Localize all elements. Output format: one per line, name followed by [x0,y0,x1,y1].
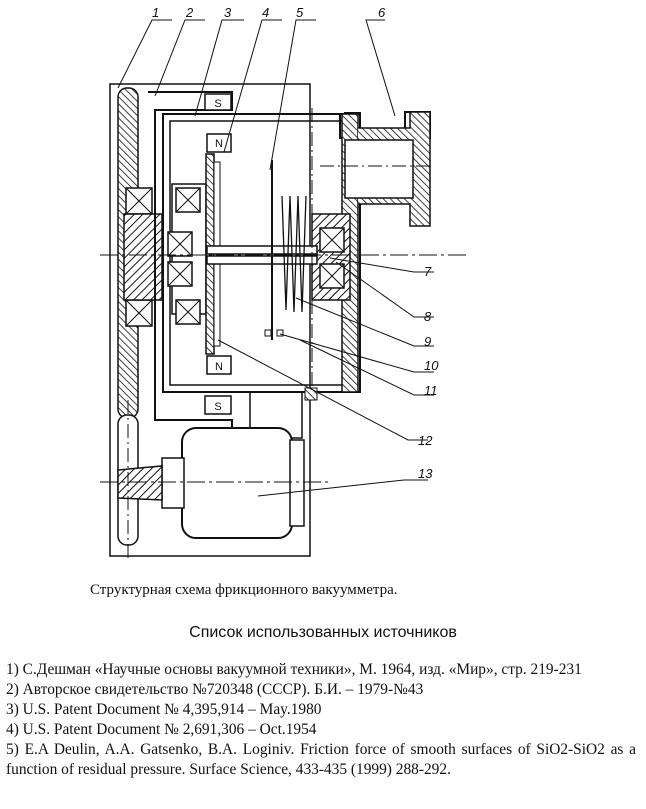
pinion [118,466,162,500]
label-4: 4 [262,5,269,20]
reference-item: 5) E.A Deulin, A.A. Gatsenko, B.A. Login… [6,740,636,780]
label-n-top: N [215,138,223,150]
reference-item: 1) С.Дешман «Научные основы вакуумной те… [6,660,636,680]
label-8: 8 [424,309,432,324]
label-n-bottom: N [215,361,223,373]
label-9: 9 [424,334,431,349]
label-s-bottom: S [214,401,221,413]
outlet-tube [345,140,413,198]
reference-item: 3) U.S. Patent Document № 4,395,914 – Ma… [6,700,636,720]
label-3: 3 [224,5,232,20]
label-12: 12 [418,433,433,448]
vacuum-gauge-schematic: 1 2 3 4 5 6 7 8 9 10 11 12 13 S N N S [0,0,646,575]
label-6: 6 [378,5,386,20]
label-13: 13 [418,466,433,481]
reference-item: 4) U.S. Patent Document № 2,691,306 – Oc… [6,720,636,740]
label-5: 5 [296,5,304,20]
references-title: Список использованных источников [0,624,646,642]
label-11: 11 [424,383,438,398]
label-10: 10 [424,358,439,373]
label-s-top: S [214,98,221,110]
motor [182,428,292,538]
reference-item: 2) Авторское свидетельство №720348 (СССР… [6,680,636,700]
hub [124,214,162,300]
label-1: 1 [152,5,159,20]
label-2: 2 [185,5,194,20]
figure-caption: Структурная схема фрикционного вакууммет… [90,582,398,599]
label-7: 7 [424,264,432,279]
references-list: 1) С.Дешман «Научные основы вакуумной те… [6,660,636,780]
schematic-figure: 1 2 3 4 5 6 7 8 9 10 11 12 13 S N N S [0,0,646,575]
